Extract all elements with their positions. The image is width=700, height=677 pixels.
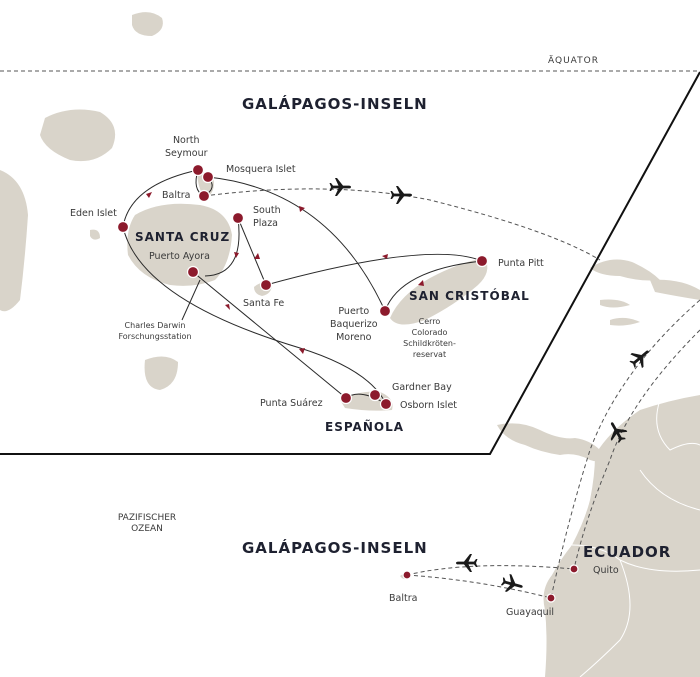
label-line: Plaza (253, 218, 278, 229)
plane-icon (390, 186, 412, 204)
plane-icon (626, 344, 655, 372)
stop-label-gardner-bay: Gardner Bay (392, 382, 452, 393)
label-line: Forschungsstation (118, 332, 192, 341)
inset-frame (0, 71, 700, 455)
island-santa-cruz: SANTA CRUZ (135, 230, 231, 244)
label-line: Seymour (165, 148, 208, 159)
label-line: Schildkröten- (403, 339, 456, 348)
plane-icon (329, 178, 351, 196)
label-line: Puerto (338, 306, 370, 317)
label-line: North (172, 135, 200, 146)
label-line: OZEAN (131, 524, 163, 534)
stops (116, 163, 579, 603)
label-line: Baquerizo (330, 319, 378, 330)
stop-label-osborn: Osborn Islet (400, 400, 458, 411)
land (0, 12, 700, 677)
label-line: Moreno (336, 332, 372, 343)
label-line: South (253, 205, 281, 216)
city-label-baltra: Baltra (389, 593, 418, 604)
country-label-ecuador: ECUADOR (583, 543, 672, 561)
city-label-guayaquil: Guayaquil (506, 607, 554, 618)
city-label-quito: Quito (593, 565, 619, 576)
label-line: reservat (412, 350, 447, 359)
stop-label-punta-pitt: Punta Pitt (498, 258, 544, 269)
label-line: PAZIFISCHER (117, 513, 177, 523)
borders (571, 399, 700, 677)
plane-icon (499, 572, 525, 596)
stop-label-santa-fe: Santa Fe (243, 298, 285, 309)
stop-label-mosquera: Mosquera Islet (226, 164, 296, 175)
plane-icon (456, 554, 478, 572)
stop-label-baltra: Baltra (162, 190, 191, 201)
label-line: Cerro (418, 317, 441, 326)
label-line: Colorado (411, 328, 448, 337)
overview-galapagos-label: GALÁPAGOS-INSELN (242, 539, 428, 557)
equator-label: ÄQUATOR (548, 56, 599, 66)
route-arrows (146, 192, 424, 354)
stop-label-eden: Eden Islet (70, 208, 117, 219)
island-espanola: ESPAÑOLA (325, 420, 404, 434)
inset-title: GALÁPAGOS-INSELN (242, 95, 428, 113)
island-san-cristobal: SAN CRISTÓBAL (409, 289, 530, 303)
stop-label-punta-suarez: Punta Suárez (260, 398, 323, 409)
flight-routes (203, 188, 700, 599)
stop-label-puerto-ayora: Puerto Ayora (149, 251, 210, 262)
label-line: Charles Darwin (124, 321, 186, 330)
